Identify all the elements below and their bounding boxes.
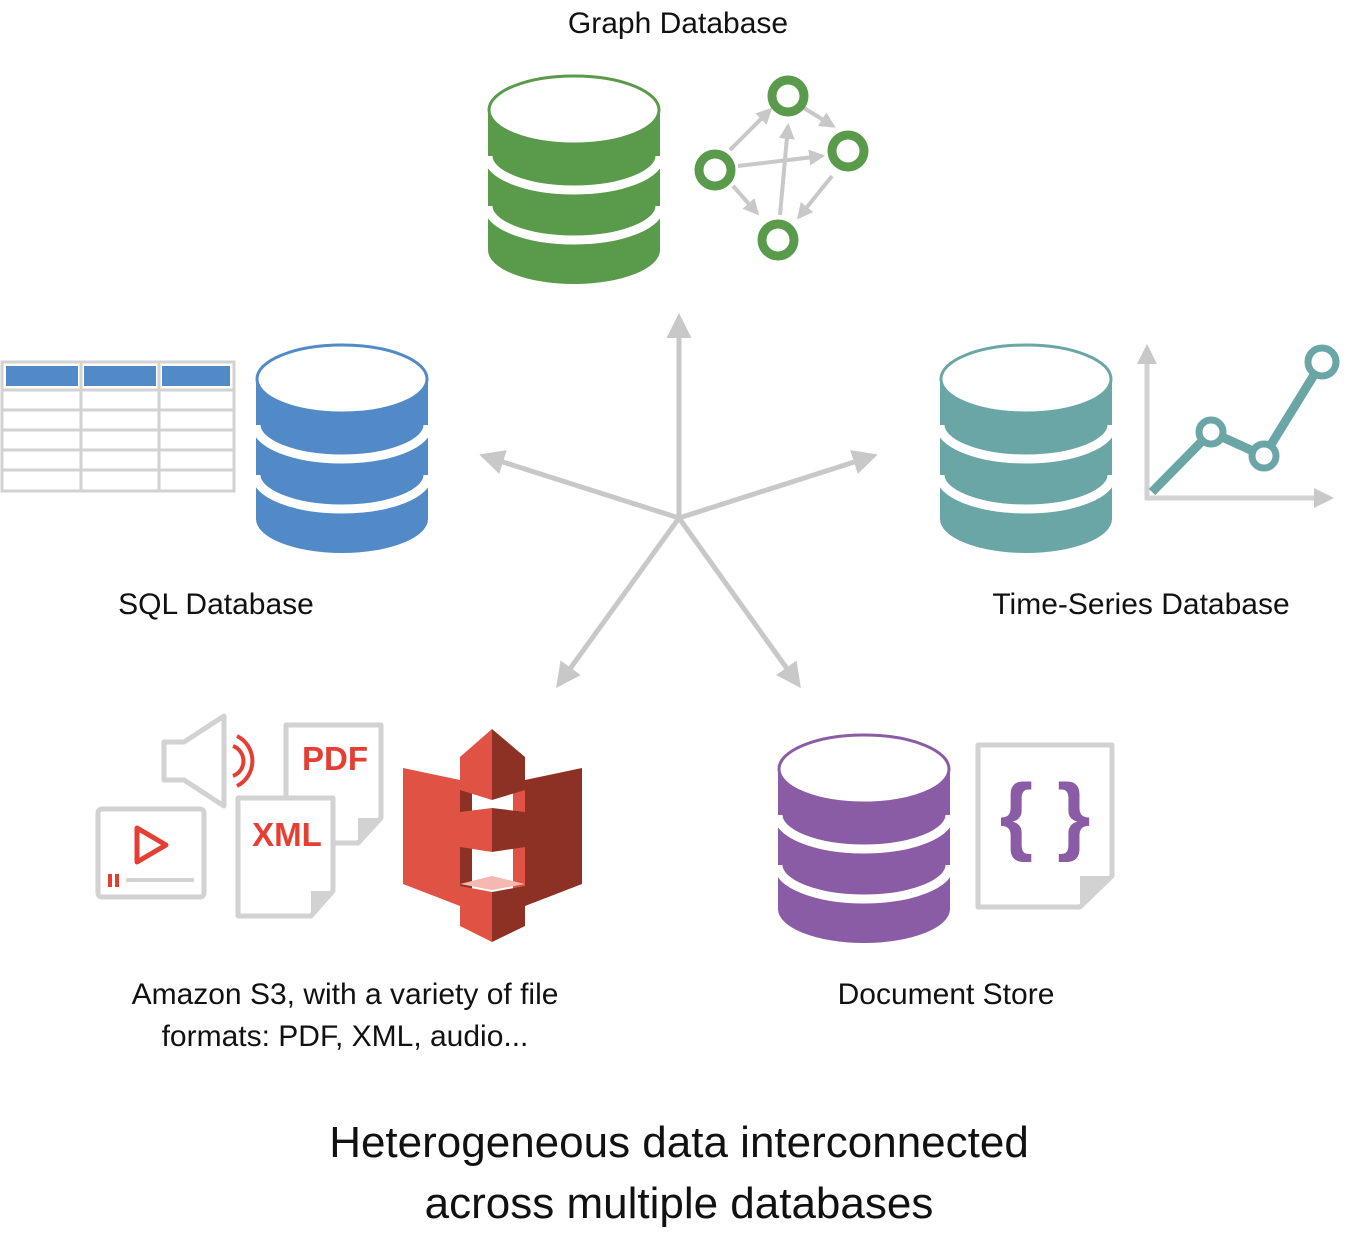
xml-text: XML (252, 816, 322, 853)
database-icon (935, 343, 1117, 553)
line-chart-icon (1137, 344, 1340, 508)
arrow-to-sql (479, 450, 680, 521)
amazon-s3-icon (403, 729, 582, 942)
database-icon (251, 343, 433, 553)
arrow-to-s3 (556, 516, 682, 689)
database-icon (773, 733, 955, 943)
pdf-text: PDF (302, 740, 368, 777)
video-file-icon (95, 806, 207, 900)
arrow-to-timeseries (678, 450, 878, 521)
database-icon (483, 74, 665, 284)
s3-label-line1: Amazon S3, with a variety of file (132, 978, 559, 1011)
table-grid-icon (0, 360, 236, 493)
center-arrows (479, 313, 878, 689)
caption-line2: across multiple databases (425, 1179, 934, 1228)
timeseries-database-label: Time-Series Database (992, 588, 1289, 621)
arrow-to-document (676, 516, 801, 689)
s3-label-line2: formats: PDF, XML, audio... (162, 1020, 529, 1053)
xml-file-icon: XML (235, 795, 336, 919)
caption-line1: Heterogeneous data interconnected (329, 1118, 1029, 1167)
graph-network-icon (694, 75, 869, 261)
document-store-label: Document Store (838, 978, 1055, 1011)
graph-database-label: Graph Database (568, 7, 788, 40)
json-braces-text: { } (1000, 767, 1091, 863)
audio-file-icon (161, 713, 255, 809)
sql-database-label: SQL Database (118, 588, 314, 621)
json-document-icon: { } (975, 742, 1115, 910)
